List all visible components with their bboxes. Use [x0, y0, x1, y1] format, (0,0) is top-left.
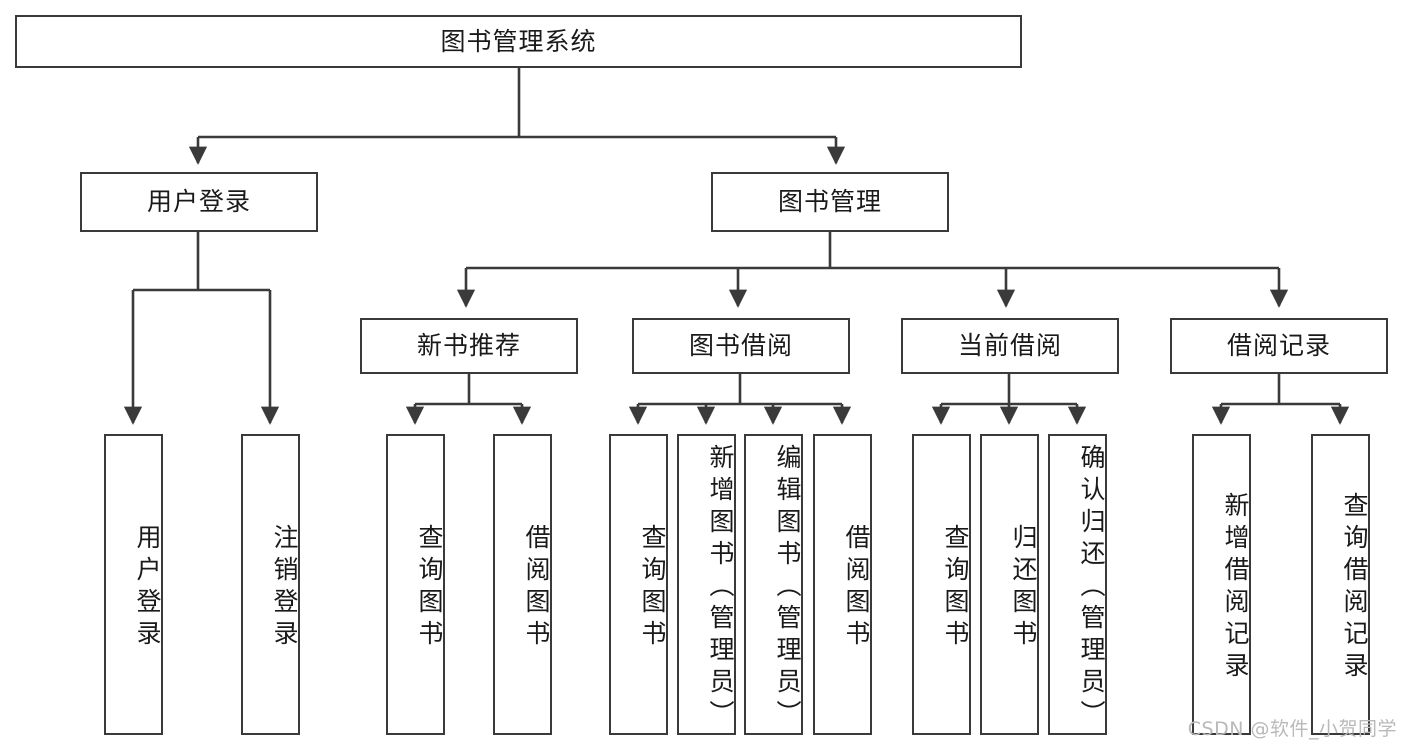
- node-borrow-record[interactable]: 借阅记录: [1170, 318, 1388, 374]
- node-current-borrow[interactable]: 当前借阅: [901, 318, 1119, 374]
- node-leaf-return-book-label: 归还图书: [1009, 523, 1038, 652]
- node-leaf-query-book-3-label: 查询图书: [941, 523, 970, 652]
- node-leaf-confirm-return[interactable]: 确认归还（管理员）: [1048, 434, 1107, 735]
- node-leaf-add-record[interactable]: 新增借阅记录: [1192, 434, 1251, 735]
- node-leaf-edit-book[interactable]: 编辑图书（管理员）: [744, 434, 803, 735]
- node-book-borrow-label: 图书借阅: [688, 331, 793, 360]
- node-leaf-edit-book-label: 编辑图书（管理员）: [773, 443, 802, 732]
- node-leaf-borrow-book-1[interactable]: 借阅图书: [493, 434, 552, 735]
- node-leaf-query-book-2-label: 查询图书: [638, 523, 667, 652]
- node-leaf-query-book-1[interactable]: 查询图书: [386, 434, 445, 735]
- node-new-book-recommend-label: 新书推荐: [416, 331, 521, 360]
- node-root-label: 图书管理系统: [440, 26, 597, 56]
- node-leaf-add-book[interactable]: 新增图书（管理员）: [677, 434, 736, 735]
- node-current-borrow-label: 当前借阅: [957, 331, 1062, 360]
- node-leaf-add-record-label: 新增借阅记录: [1221, 491, 1250, 684]
- node-leaf-query-record-label: 查询借阅记录: [1340, 491, 1369, 684]
- node-book-borrow[interactable]: 图书借阅: [632, 318, 850, 374]
- node-leaf-add-book-label: 新增图书（管理员）: [706, 443, 735, 732]
- node-borrow-record-label: 借阅记录: [1226, 331, 1331, 360]
- node-leaf-user-login-label: 用户登录: [133, 523, 162, 652]
- node-leaf-borrow-book-2[interactable]: 借阅图书: [813, 434, 872, 735]
- node-new-book-recommend[interactable]: 新书推荐: [360, 318, 578, 374]
- node-leaf-query-record[interactable]: 查询借阅记录: [1311, 434, 1370, 735]
- node-leaf-query-book-1-label: 查询图书: [415, 523, 444, 652]
- node-leaf-confirm-return-label: 确认归还（管理员）: [1077, 443, 1106, 732]
- csdn-watermark: CSDN @软件_小贺同学: [1187, 718, 1397, 740]
- node-book-management-label: 图书管理: [777, 187, 882, 216]
- node-leaf-borrow-book-1-label: 借阅图书: [522, 523, 551, 652]
- node-leaf-query-book-2[interactable]: 查询图书: [609, 434, 668, 735]
- node-user-login-label: 用户登录: [146, 187, 251, 216]
- node-book-management[interactable]: 图书管理: [711, 172, 949, 232]
- node-root[interactable]: 图书管理系统: [15, 15, 1022, 68]
- node-user-login[interactable]: 用户登录: [80, 172, 318, 232]
- node-leaf-user-login[interactable]: 用户登录: [104, 434, 163, 735]
- node-leaf-query-book-3[interactable]: 查询图书: [912, 434, 971, 735]
- node-leaf-user-logout-label: 注销登录: [270, 523, 299, 652]
- node-leaf-user-logout[interactable]: 注销登录: [241, 434, 300, 735]
- node-leaf-return-book[interactable]: 归还图书: [980, 434, 1039, 735]
- node-leaf-borrow-book-2-label: 借阅图书: [842, 523, 871, 652]
